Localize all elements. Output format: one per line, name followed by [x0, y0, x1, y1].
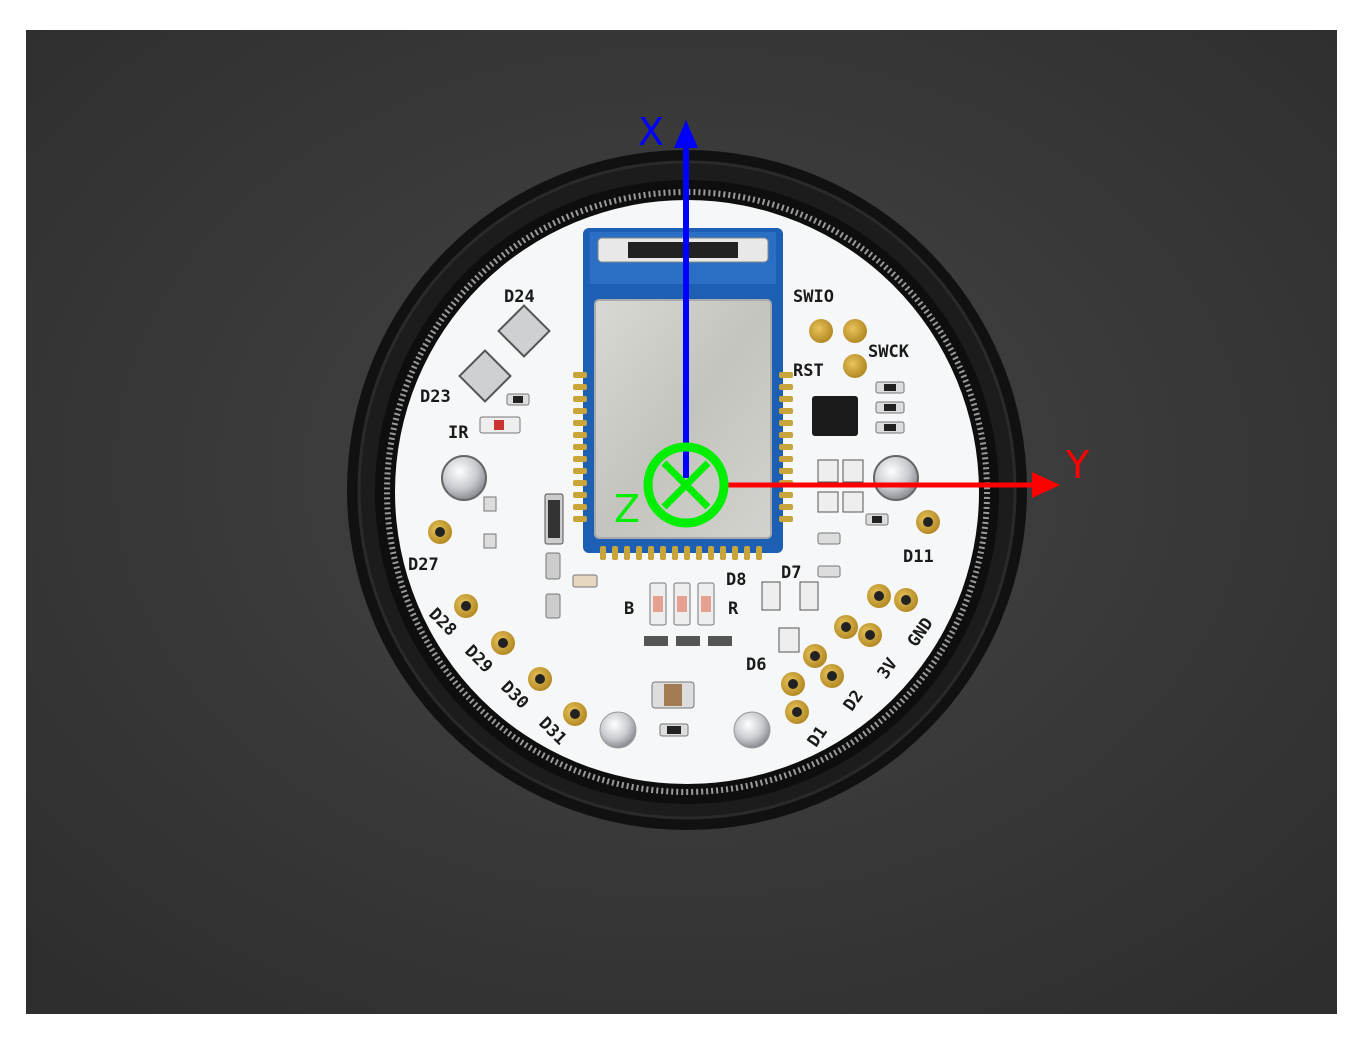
flash-chip	[812, 396, 858, 436]
d23-sensor	[458, 349, 512, 403]
z-axis-cross-b	[661, 460, 711, 510]
ir-led-left	[441, 455, 487, 501]
mount-hole-left	[599, 711, 637, 749]
x-axis-arrowhead	[674, 120, 698, 148]
label-rst: RST	[793, 361, 824, 381]
device-photo: D24 D23 IR SWIO SWCK RST D27 D11 D8 D7 D…	[26, 30, 1337, 1014]
z-axis-circle	[643, 442, 729, 528]
mount-hole-right	[733, 711, 771, 749]
label-d23: D23	[420, 387, 451, 407]
y-axis-arrowhead	[1032, 472, 1060, 498]
label-swio: SWIO	[793, 287, 834, 307]
label-d7: D7	[781, 563, 801, 583]
ir-led-right	[873, 455, 919, 501]
smd-components	[479, 381, 905, 737]
module-pads	[573, 372, 793, 560]
label-ir: IR	[448, 423, 469, 443]
y-axis-label: Y	[1065, 443, 1090, 487]
label-r: R	[728, 599, 739, 619]
rst-pad	[843, 354, 867, 378]
label-d6: D6	[746, 655, 766, 675]
label-d27: D27	[408, 555, 439, 575]
label-swck: SWCK	[868, 342, 910, 362]
swio-pad	[809, 319, 833, 343]
z-axis-label: Z	[614, 487, 640, 531]
x-axis-label: X	[638, 110, 664, 154]
label-d8: D8	[726, 570, 746, 590]
label-d24: D24	[504, 287, 535, 307]
swck-pad	[843, 319, 867, 343]
through-hole-pads	[428, 510, 940, 726]
gear-ring	[384, 189, 990, 795]
d24-sensor	[497, 304, 551, 358]
label-b: B	[624, 599, 634, 619]
label-d11: D11	[903, 547, 934, 567]
